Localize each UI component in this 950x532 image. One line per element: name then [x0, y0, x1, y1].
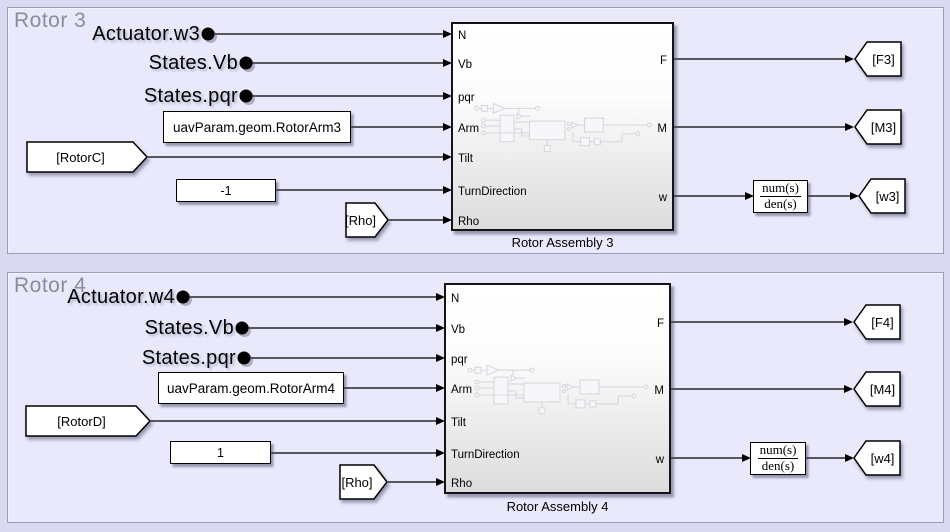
input-port-n: N	[458, 30, 467, 42]
transfer-fcn-block[interactable]: num(s) den(s)	[753, 180, 808, 213]
signal-source-dot	[239, 56, 253, 70]
output-port-m: M	[657, 123, 667, 135]
goto-tag-f[interactable]: [F4]	[853, 304, 901, 340]
transfer-fcn-denominator: den(s)	[764, 196, 797, 211]
input-port-pqr: pqr	[451, 354, 468, 366]
input-port-rho: Rho	[451, 478, 473, 490]
rotor4-area[interactable]: Rotor 4 Actuator.w4 States.Vb States.pqr…	[7, 272, 944, 523]
signal-source-dot	[176, 290, 190, 304]
signal-label-states-vb[interactable]: States.Vb	[144, 317, 234, 339]
area-title: Rotor 3	[14, 9, 87, 32]
transfer-fcn-denominator: den(s)	[761, 458, 795, 473]
rotor-assembly-subsystem[interactable]: N Vb pqr Arm Tilt TurnDirection Rho F M …	[444, 283, 671, 494]
input-port-turndirection: TurnDirection	[451, 449, 520, 461]
goto-tag-label: [M3]	[870, 119, 897, 135]
constant-block[interactable]: 1	[170, 441, 271, 464]
signal-source-dot	[237, 351, 251, 365]
constant-block[interactable]: -1	[176, 179, 276, 202]
from-tag-label: [RotorC]	[56, 149, 105, 165]
output-port-m: M	[654, 385, 664, 397]
signal-source-dot	[235, 321, 249, 335]
from-tag-rotorc[interactable]: [RotorC]	[26, 141, 149, 173]
from-tag-rho[interactable]: [Rho]	[345, 202, 389, 238]
subsystem-name[interactable]: Rotor Assembly 4	[506, 499, 609, 514]
signal-label-states-pqr[interactable]: States.pqr	[143, 85, 238, 107]
input-port-pqr: pqr	[458, 92, 475, 104]
output-port-w: w	[658, 192, 667, 204]
signal-label-states-vb[interactable]: States.Vb	[148, 52, 238, 74]
subsystem-preview	[474, 102, 652, 153]
input-port-turndirection: TurnDirection	[458, 186, 527, 198]
transfer-fcn-numerator: num(s)	[760, 180, 801, 197]
constant-label: -1	[220, 183, 232, 198]
area-title: Rotor 4	[14, 274, 87, 297]
goto-tag-label: [M4]	[869, 381, 896, 397]
from-tag-label: [Rho]	[344, 212, 377, 228]
input-port-vb: Vb	[451, 324, 466, 336]
input-port-arm: Arm	[458, 123, 480, 135]
signal-label-actuator-w[interactable]: Actuator.w4	[67, 286, 175, 308]
input-port-tilt: Tilt	[451, 417, 466, 429]
wires-layer	[148, 27, 859, 224]
input-port-n: N	[451, 293, 460, 305]
wires-layer	[151, 290, 854, 486]
input-port-vb: Vb	[458, 59, 473, 71]
param-constant-label: uavParam.geom.RotorArm4	[166, 380, 336, 396]
from-tag-label: [Rho]	[341, 474, 373, 490]
goto-tag-w[interactable]: [w4]	[853, 440, 901, 476]
from-tag-rotord[interactable]: [RotorD]	[25, 405, 152, 437]
goto-tag-label: [F3]	[872, 51, 895, 67]
output-port-w: w	[655, 454, 664, 466]
transfer-fcn-block[interactable]: num(s) den(s)	[750, 442, 806, 475]
param-constant-label: uavParam.geom.RotorArm3	[172, 119, 342, 135]
signal-label-actuator-w[interactable]: Actuator.w3	[92, 23, 200, 45]
goto-tag-label: [w4]	[870, 450, 895, 466]
input-port-arm: Arm	[451, 384, 473, 396]
signal-source-dot	[239, 89, 253, 103]
goto-tag-m[interactable]: [M3]	[854, 109, 902, 145]
rotor-assembly-subsystem[interactable]: N Vb pqr Arm Tilt TurnDirection Rho F M …	[451, 22, 674, 231]
param-constant-block[interactable]: uavParam.geom.RotorArm3	[163, 111, 351, 143]
input-port-tilt: Tilt	[458, 153, 473, 165]
output-port-f: F	[656, 318, 664, 330]
rotor3-area[interactable]: Rotor 3 Actuator.w3 States.Vb States.pqr…	[7, 7, 944, 254]
goto-tag-label: [F4]	[871, 314, 894, 330]
constant-label: 1	[217, 445, 224, 460]
goto-tag-w[interactable]: [w3]	[858, 178, 906, 214]
from-tag-rho[interactable]: [Rho]	[339, 464, 388, 500]
from-tag-label: [RotorD]	[57, 413, 106, 429]
transfer-fcn-numerator: num(s)	[757, 442, 799, 459]
signal-label-states-pqr[interactable]: States.pqr	[141, 347, 236, 369]
param-constant-block[interactable]: uavParam.geom.RotorArm4	[158, 372, 344, 404]
subsystem-name[interactable]: Rotor Assembly 3	[511, 235, 614, 250]
goto-tag-f[interactable]: [F3]	[854, 41, 902, 77]
signal-source-dot	[201, 27, 215, 41]
output-port-f: F	[659, 55, 667, 67]
subsystem-preview	[467, 364, 649, 415]
goto-tag-m[interactable]: [M4]	[853, 371, 901, 407]
input-port-rho: Rho	[458, 216, 480, 228]
goto-tag-label: [w3]	[875, 188, 900, 204]
